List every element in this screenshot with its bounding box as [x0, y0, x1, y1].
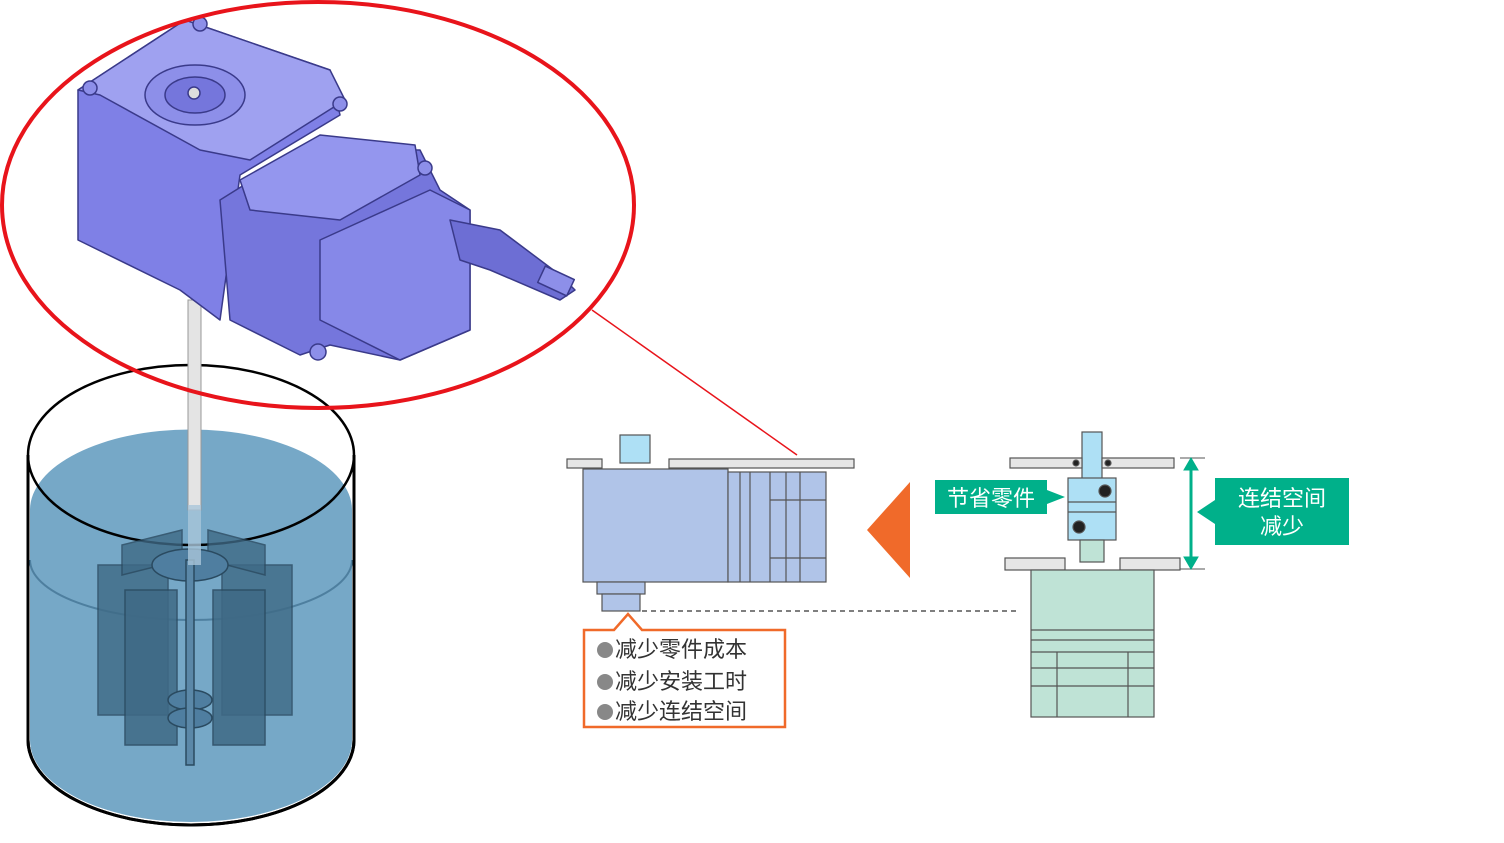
benefits-callout: 减少零件成本 减少安装工时 减少连结空间	[582, 612, 787, 729]
dimension-arrow-icon	[1180, 457, 1205, 570]
gear-motor	[77, 16, 576, 361]
leader-line	[591, 309, 798, 456]
highlight-ellipse	[0, 0, 636, 410]
svg-text:减少: 减少	[1260, 515, 1304, 540]
save-parts-label: 节省零件	[935, 480, 1065, 514]
benefit-item: 减少安装工时	[615, 670, 747, 695]
impeller	[97, 529, 293, 766]
benefit-item: 减少零件成本	[615, 638, 747, 663]
svg-text:连结空间: 连结空间	[1238, 487, 1326, 512]
old-motor-with-coupling	[1004, 431, 1181, 718]
connect-space-label: 连结空间 减少	[1197, 478, 1349, 545]
orange-arrow-icon	[867, 482, 910, 578]
svg-text:节省零件: 节省零件	[947, 487, 1035, 512]
shaft	[187, 299, 202, 511]
benefit-item: 减少连结空间	[615, 700, 747, 725]
new-motor-side-view	[566, 434, 855, 612]
